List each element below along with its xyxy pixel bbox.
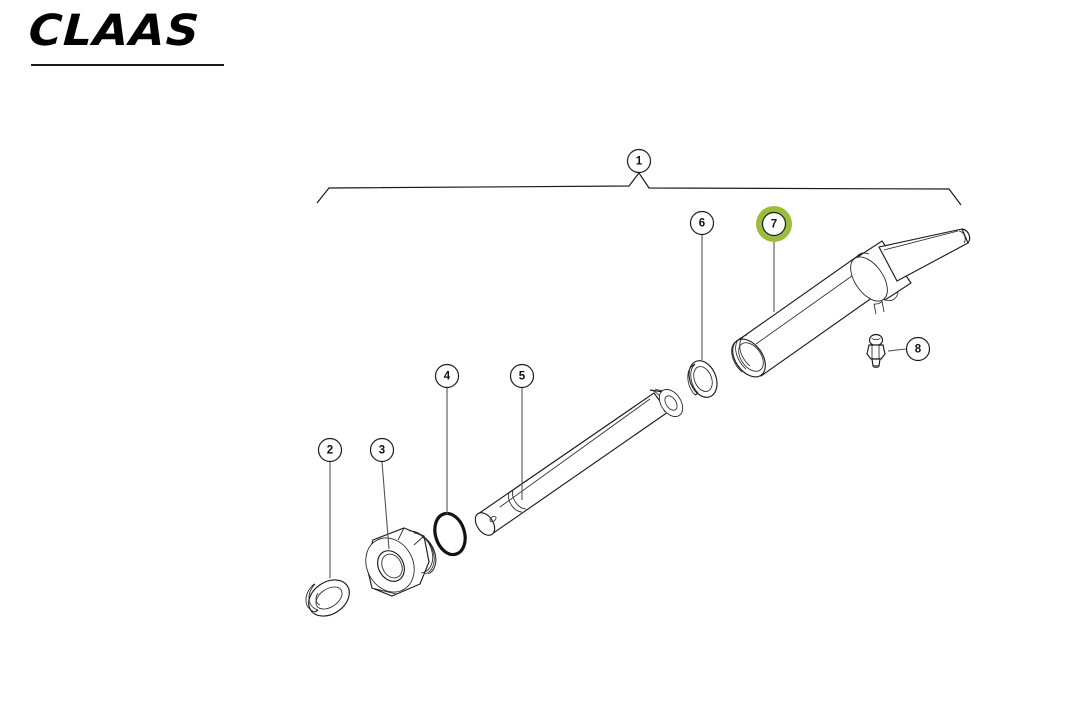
callout-6-label: 6 [699, 218, 705, 230]
brand-header: CLAAS [27, 6, 350, 72]
part-backup-ring [687, 360, 718, 398]
callout-2-label: 2 [327, 445, 333, 457]
callout-8-label: 8 [915, 344, 922, 356]
callout-1-label: 1 [636, 156, 643, 168]
part-gland-nut [365, 527, 437, 597]
assembly-bracket [316, 171, 962, 206]
callout-3[interactable]: 3 [369, 437, 395, 463]
part-o-ring [433, 511, 467, 557]
leader-lines [329, 235, 907, 578]
callout-4-label: 4 [444, 371, 451, 383]
callout-1[interactable]: 1 [626, 148, 652, 174]
part-seal-ring [305, 579, 350, 617]
callout-2[interactable]: 2 [317, 437, 343, 463]
callout-7[interactable]: 7 [756, 206, 792, 242]
part-cylinder-barrel [731, 228, 971, 378]
callout-5[interactable]: 5 [509, 363, 535, 389]
callout-5-label: 5 [519, 371, 526, 383]
brand-underline [31, 64, 224, 66]
callout-7-label: 7 [771, 219, 777, 231]
callout-8[interactable]: 8 [905, 336, 931, 362]
part-piston-rod [474, 388, 684, 536]
callout-6[interactable]: 6 [689, 210, 715, 236]
part-grease-nipple [866, 333, 886, 368]
callout-4[interactable]: 4 [434, 363, 460, 389]
callout-3-label: 3 [379, 445, 385, 457]
